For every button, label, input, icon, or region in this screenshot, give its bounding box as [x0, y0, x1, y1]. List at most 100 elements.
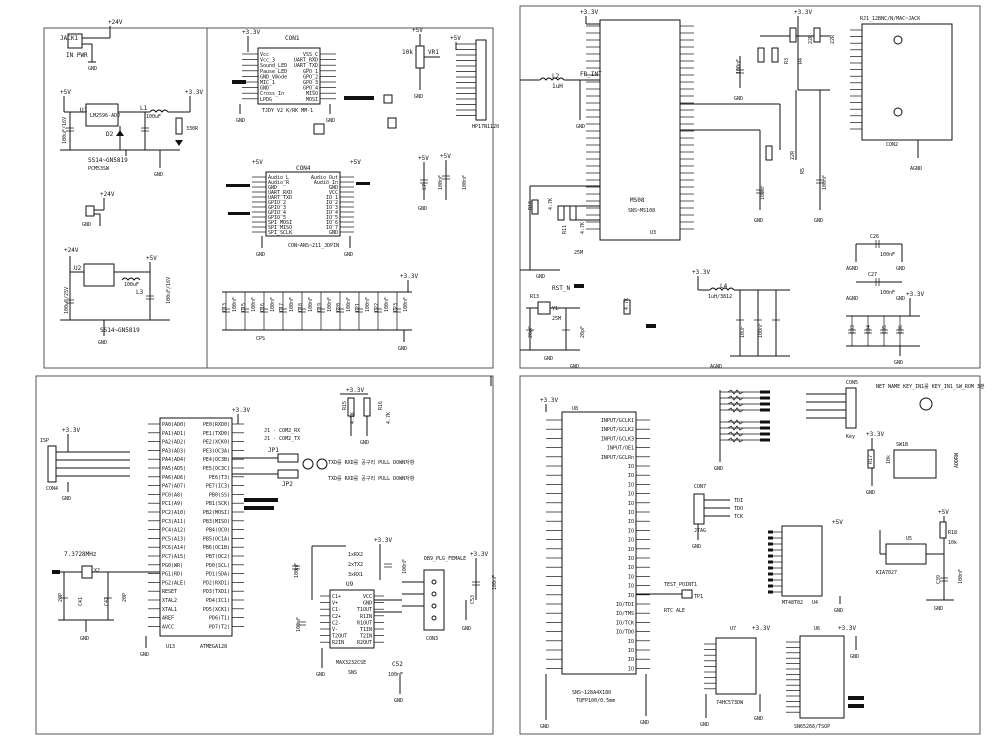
svg-text:U5: U5	[906, 536, 912, 542]
svg-text:100nF: 100nF	[958, 569, 964, 584]
svg-text:R11: R11	[562, 225, 568, 234]
svg-text:SW1B: SW1B	[896, 442, 908, 448]
svg-text:GND: GND	[154, 172, 163, 178]
pin-label: PA5(AD5)	[162, 466, 186, 472]
svg-text:+3.3V: +3.3V	[242, 29, 260, 36]
svg-text:4.7K: 4.7K	[548, 198, 554, 210]
pin-label: LPDG	[260, 97, 272, 103]
cap-ref: C23	[393, 303, 399, 312]
pin-marker	[768, 566, 773, 570]
pin-label: PC0(A8)	[162, 492, 183, 498]
cap-ref: C16	[260, 303, 266, 312]
svg-text:L3: L3	[136, 289, 144, 296]
pin-label: IO_3	[326, 205, 338, 211]
svg-text:22R: 22R	[808, 34, 814, 44]
cap-value: 100nF	[403, 297, 409, 312]
svg-text:L4: L4	[720, 283, 728, 290]
pin-label: Pause_LED	[260, 69, 287, 75]
svg-text:GND: GND	[418, 206, 427, 212]
array-resistor	[727, 431, 744, 437]
reset-ic-u5: +5V R18 10k U5 KIA7027 C39 100nF GND	[876, 509, 964, 612]
pin-label: PB7(OC2)	[206, 554, 230, 560]
cap-ref: C34	[866, 325, 872, 334]
pin-label: PD6(T1)	[209, 616, 230, 622]
svg-text:RTC ALE: RTC ALE	[664, 608, 685, 614]
svg-text:IN PWR: IN PWR	[66, 52, 88, 59]
pin-label: IO	[628, 519, 634, 525]
pin-label: V-	[332, 627, 338, 633]
pin-label: IO	[628, 547, 634, 553]
pin-label: PG1(RD)	[162, 572, 183, 578]
pin-label: R2OUT	[357, 640, 372, 646]
svg-text:ATMEGA128: ATMEGA128	[200, 644, 227, 650]
svg-text:TQFP100/0.5mm: TQFP100/0.5mm	[576, 698, 615, 704]
svg-text:JP1: JP1	[268, 447, 279, 454]
pin-label: INPUT/GCLRn	[601, 455, 634, 461]
pin-label: PD0(SCL)	[206, 563, 230, 569]
svg-text:330R: 330R	[186, 126, 199, 132]
pin-label: GND	[329, 185, 338, 191]
svg-text:100nF: 100nF	[760, 185, 766, 200]
svg-text:100nF: 100nF	[294, 563, 300, 578]
svg-text:GND: GND	[814, 218, 823, 224]
switch-sw1b: NET NAME KEY_IN1를 KEY_IN1_SW_ROM 3분 +3.3…	[866, 384, 985, 496]
pin-label: PA0(AD0)	[162, 422, 186, 428]
svg-text:CON~ANS~211_JDPIN: CON~ANS~211_JDPIN	[288, 243, 339, 249]
pin-label: IO_7	[326, 225, 338, 231]
panel-top-left: JACK1 IN PWR +24V GND +5V U1 LM2596-ADJ …	[60, 19, 499, 352]
svg-text:GND: GND	[256, 252, 265, 258]
array-resistor	[727, 389, 744, 395]
pin-label: INPUT/OE1	[607, 446, 634, 452]
pin-label: XTAL1	[162, 607, 177, 613]
svg-text:SS14~GN5819: SS14~GN5819	[88, 157, 128, 164]
pin-label: GND	[329, 230, 338, 236]
svg-text:GND: GND	[692, 544, 701, 550]
pin-label: PB6(OC1B)	[203, 545, 230, 551]
pin-label: MOSI	[306, 97, 318, 103]
pin-label: V+	[332, 601, 338, 607]
pin-label: GPIO_4	[268, 210, 286, 216]
reg1-sub: PCM53SW	[88, 166, 110, 172]
pin-label: PB5(OC1A)	[203, 536, 230, 542]
svg-text:L2: L2	[552, 73, 560, 80]
sram-u6: U6 +3.3V SN65266/TSOP GND	[786, 625, 864, 730]
cap-ref: C22	[374, 303, 380, 312]
cpld-pins-right: INPUT/GCLK1INPUT/GCLK2INPUT/GCLK3INPUT/O…	[601, 418, 650, 672]
pin-label: PE2(XCK0)	[203, 440, 230, 446]
svg-text:GND: GND	[734, 96, 743, 102]
pin-label: T2OUT	[332, 634, 347, 640]
svg-text:GND: GND	[700, 722, 709, 728]
svg-text:AGND: AGND	[846, 266, 858, 272]
svg-text:4.7K: 4.7K	[350, 412, 356, 424]
svg-text:+3.3V: +3.3V	[346, 387, 364, 394]
mcu-pins-left: PA0(AD0)PA1(AD1)PA2(AD2)PA3(AD3)PA4(AD4)…	[148, 422, 186, 630]
cap-ref: C17	[279, 303, 285, 312]
cap-value: 100nF	[232, 297, 238, 312]
pin-label: IO	[628, 464, 634, 470]
svg-text:100nF: 100nF	[402, 559, 408, 574]
svg-text:+24V: +24V	[100, 191, 115, 198]
pin-label: GPO_2	[303, 74, 318, 80]
pin-label: GND	[363, 601, 372, 607]
header-pins	[456, 43, 476, 116]
svg-text:4.7K: 4.7K	[580, 222, 586, 234]
cpld-u8: U8 INPUT/GCLK1INPUT/GCLK2INPUT/GCLK3INPU…	[540, 406, 650, 730]
pin-marker	[768, 542, 773, 546]
pin-label: IO	[628, 501, 634, 507]
caps-c26-c27: C26 100nF AGND GND C27 100nF AGND GND	[846, 234, 905, 302]
c7-5v-a: +5V	[418, 155, 429, 162]
array-net	[760, 396, 770, 400]
svg-text:Key: Key	[846, 434, 855, 440]
svg-text:NET NAME KEY_IN1를 KEY_IN1_SW_R: NET NAME KEY_IN1를 KEY_IN1_SW_ROM 3분	[876, 384, 985, 390]
svg-text:+3.3V: +3.3V	[540, 397, 558, 404]
svg-text:100nF: 100nF	[880, 290, 895, 296]
svg-text:C26: C26	[870, 234, 879, 240]
pin-label: IO	[628, 482, 634, 488]
con4-pins-left: Audio_LAudio_RGNDUART_RXDUART_TXDGPIO_2G…	[252, 175, 292, 236]
pin-label: PA6(AD6)	[162, 475, 186, 481]
mt-pins	[768, 530, 782, 594]
cap-ref: C19	[317, 303, 323, 312]
svg-text:U13: U13	[166, 644, 175, 650]
pin-marker	[768, 590, 773, 594]
con4-5v-left: +5V	[252, 159, 263, 166]
